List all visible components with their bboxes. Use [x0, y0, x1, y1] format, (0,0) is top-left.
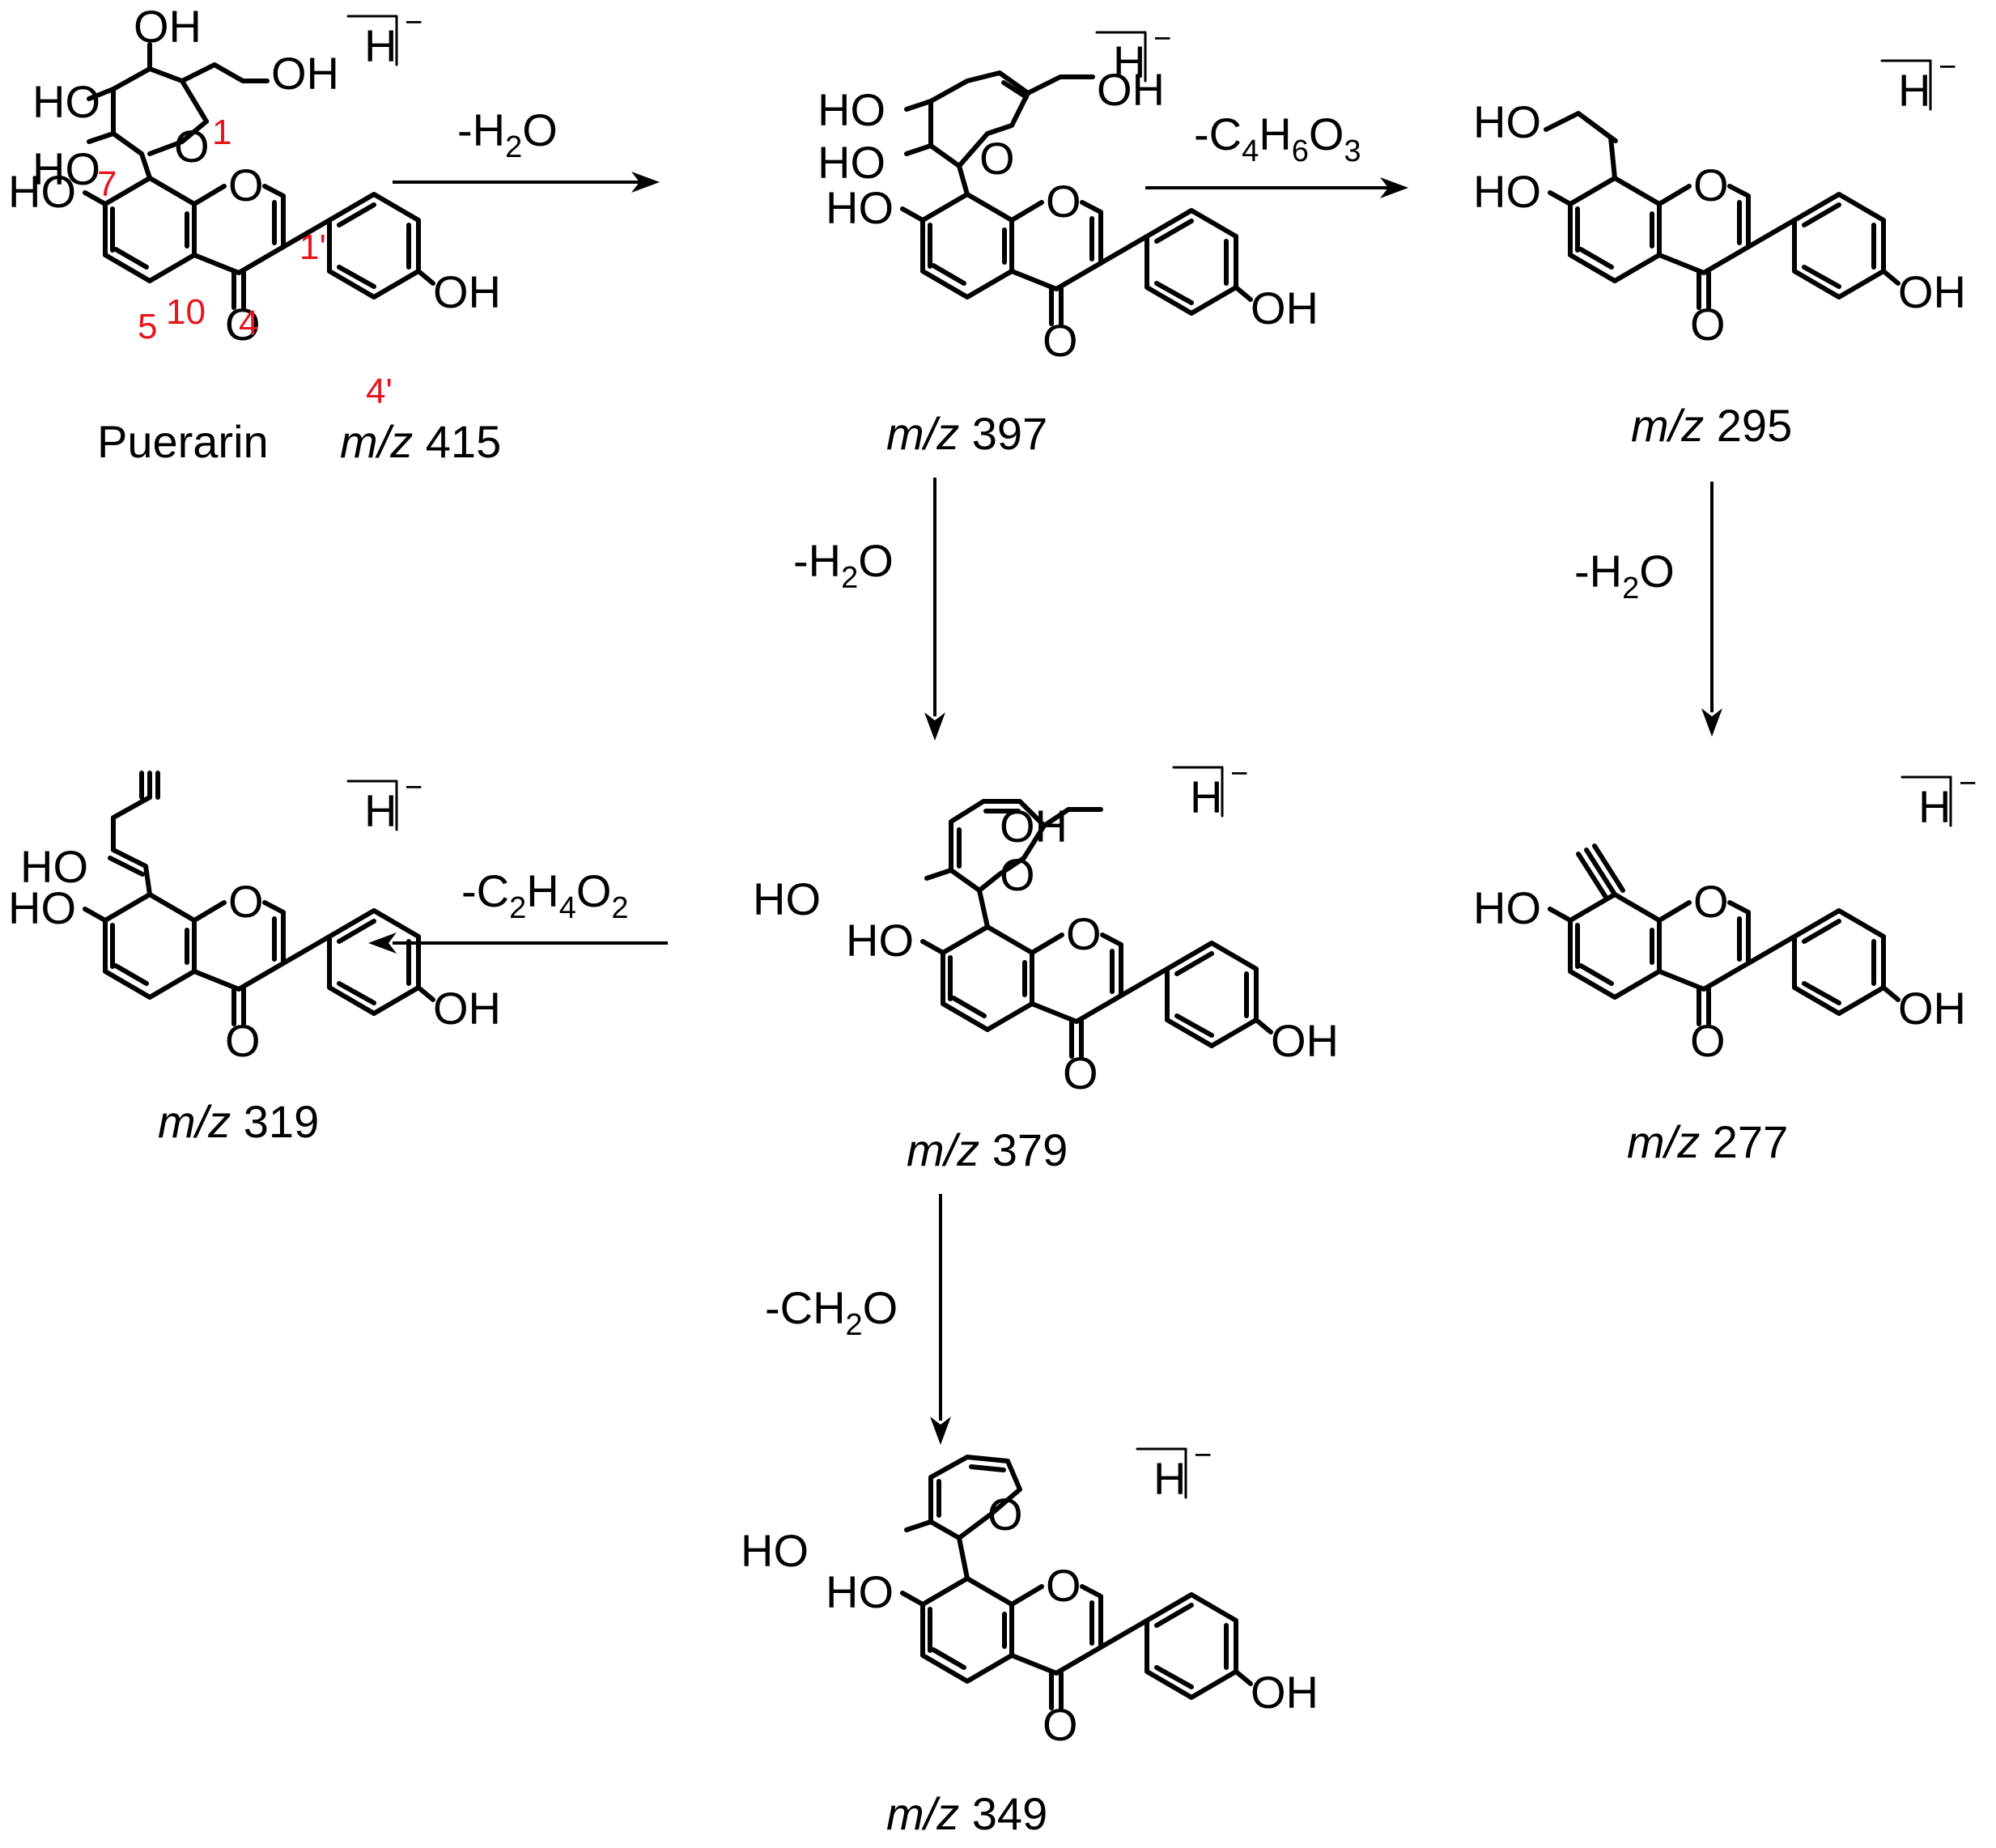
- ion-charge-label: −: [405, 771, 423, 805]
- ring-oxygen-label: O: [987, 1489, 1023, 1540]
- arrow-397-to-295: -C4H6O3: [1145, 108, 1408, 198]
- loss-label: -H2O: [793, 535, 894, 595]
- ion-h-label: H: [1190, 771, 1222, 822]
- loss-label: -C2H4O2: [461, 865, 629, 925]
- loss-label: -CH2O: [765, 1282, 898, 1342]
- compound-mz-379: HO O OH H − m/z 379: [753, 757, 1339, 1175]
- hydroxyl-label: OH: [134, 1, 202, 52]
- ion-h-label: H: [1153, 1453, 1186, 1504]
- compound-puerarin: HO HO OH OH O 1 7 1' 5 10 4 4' H − Puera…: [8, 1, 501, 467]
- atom-number-1-prime: 1': [299, 227, 326, 267]
- mz-label: m/z 379: [907, 1124, 1068, 1175]
- hydroxyl-label: HO: [32, 143, 100, 194]
- ion-h-label: H: [1918, 781, 1951, 832]
- atom-number-1: 1: [212, 113, 231, 152]
- ring-oxygen-label: O: [979, 133, 1015, 184]
- hydroxyl-label: HO: [20, 841, 88, 892]
- loss-label: -H2O: [1574, 546, 1675, 605]
- atom-number-7: 7: [97, 164, 117, 204]
- compound-mz-349: HO O H − m/z 349: [741, 1438, 1319, 1839]
- mz-label: m/z 349: [886, 1788, 1047, 1839]
- compound-name-label: Puerarin: [97, 416, 269, 467]
- compound-mz-397: HO HO OH O H − m/z 397: [818, 22, 1319, 459]
- hydroxyl-label: HO: [818, 84, 885, 135]
- atom-number-5: 5: [138, 307, 157, 346]
- ring-oxygen-label: O: [1000, 849, 1035, 900]
- atom-number-4: 4: [239, 304, 258, 343]
- arrow-379-to-319: -C2H4O2: [368, 865, 668, 954]
- ring-oxygen-label: O: [174, 121, 210, 172]
- atom-number-4-prime: 4': [366, 372, 393, 411]
- compound-mz-319: HO H − m/z 319: [8, 771, 501, 1147]
- arrow-379-to-349: -CH2O: [765, 1194, 951, 1445]
- hydroxyl-label: HO: [753, 873, 821, 924]
- compound-mz-277: H − m/z 277: [1473, 767, 1977, 1167]
- ion-charge-label: −: [1194, 1438, 1212, 1472]
- hydroxyl-label: OH: [1000, 801, 1068, 852]
- mz-label: m/z 397: [886, 408, 1047, 459]
- hydroxyl-label: HO: [741, 1525, 809, 1576]
- mz-label: m/z 295: [1631, 400, 1792, 451]
- atom-number-10: 10: [166, 292, 206, 332]
- ion-charge-label: −: [1153, 22, 1171, 56]
- arrow-295-to-277: -H2O: [1574, 482, 1722, 737]
- hydroxyl-label: OH: [271, 48, 339, 99]
- mz-label: m/z 277: [1627, 1116, 1788, 1167]
- hydroxyl-label: HO: [818, 137, 885, 188]
- ion-charge-label: −: [1959, 767, 1977, 801]
- mz-label: m/z 319: [158, 1096, 319, 1147]
- arrow-397-to-379: -H2O: [793, 478, 945, 741]
- hydroxyl-label: OH: [1097, 64, 1165, 115]
- ion-h-label: H: [1113, 36, 1145, 87]
- ion-h-label: H: [364, 785, 397, 836]
- hydroxyl-label: HO: [1473, 96, 1541, 147]
- ion-charge-label: −: [1230, 757, 1248, 791]
- ion-charge-label: −: [1939, 50, 1956, 84]
- loss-label: -H2O: [457, 104, 558, 164]
- hydroxyl-label: HO: [32, 76, 100, 127]
- compound-mz-295: HO H − m/z 295: [1473, 50, 1966, 451]
- loss-label: -C4H6O3: [1194, 108, 1361, 168]
- mz-label: m/z 415: [340, 416, 501, 467]
- ion-h-label: H: [1898, 65, 1930, 116]
- ion-charge-label: −: [405, 6, 423, 40]
- arrow-415-to-397: -H2O: [393, 104, 660, 193]
- ion-h-label: H: [364, 20, 397, 71]
